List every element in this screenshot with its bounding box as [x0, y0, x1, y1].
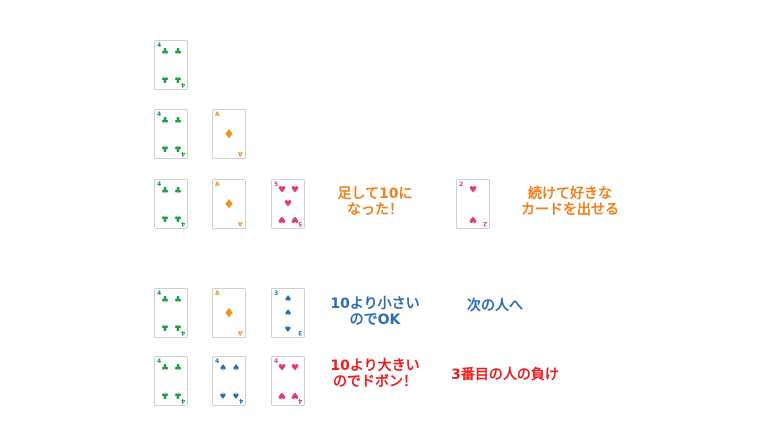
card-4-of-clubs: 4 ♣ ♣ ♣ ♣ 4 — [154, 40, 188, 90]
spade-icon: ♠ — [283, 308, 293, 319]
play-any-card-label-line2: カードを出せる — [521, 202, 619, 218]
over-ten-label-line2: のでドボン！ — [333, 374, 417, 390]
under-ten-label-line1: 10より小さい — [330, 296, 420, 312]
spade-icon: ♠ — [283, 294, 293, 305]
heart-icon: ♥ — [283, 199, 293, 210]
club-icon: ♣ — [160, 321, 170, 332]
club-icon: ♣ — [160, 212, 170, 223]
card-index: 4 — [274, 358, 279, 365]
card-index: 4 — [215, 358, 220, 365]
play-any-card-label-line1: 続けて好きな — [528, 186, 612, 202]
card-index: 4 — [157, 111, 162, 118]
card-index: A — [215, 111, 220, 118]
card-4-of-clubs: 4 ♣ ♣ ♣ ♣ 4 — [154, 288, 188, 338]
heart-icon: ♥ — [277, 389, 287, 400]
card-index: 4 — [180, 150, 185, 157]
card-index: 4 — [157, 358, 162, 365]
card-ace-of-diamonds: A ♦ A — [212, 288, 246, 338]
under-ten-label: 10より小さい のでOK — [320, 296, 430, 328]
card-index: 3 — [297, 329, 302, 336]
spade-icon: ♠ — [218, 363, 228, 374]
club-icon: ♣ — [173, 295, 183, 306]
sum-ten-label: 足して10に なった！ — [320, 186, 430, 218]
club-icon: ♣ — [160, 295, 170, 306]
club-icon: ♣ — [160, 389, 170, 400]
diamond-icon: ♦ — [223, 306, 235, 322]
club-icon: ♣ — [160, 47, 170, 58]
card-index: 2 — [459, 181, 464, 188]
club-icon: ♣ — [160, 142, 170, 153]
card-3-of-spades: 3 ♠ ♠ ♠ 3 — [271, 288, 305, 338]
spade-icon: ♠ — [231, 363, 241, 374]
card-index: 4 — [157, 42, 162, 49]
diamond-icon: ♦ — [223, 127, 235, 143]
card-index: A — [238, 329, 243, 336]
card-4-of-clubs: 4 ♣ ♣ ♣ ♣ 4 — [154, 109, 188, 159]
diamond-icon: ♦ — [223, 197, 235, 213]
card-ace-of-diamonds: A ♦ A — [212, 109, 246, 159]
card-index: 4 — [238, 397, 243, 404]
club-icon: ♣ — [173, 363, 183, 374]
heart-icon: ♥ — [277, 213, 287, 224]
club-icon: ♣ — [173, 186, 183, 197]
card-4-of-hearts: 4 ♥ ♥ ♥ ♥ 4 — [271, 356, 305, 406]
card-index: A — [238, 150, 243, 157]
card-index: 4 — [157, 290, 162, 297]
sum-ten-label-line1: 足して10に — [337, 186, 413, 202]
card-index: 4 — [180, 397, 185, 404]
spade-icon: ♠ — [283, 322, 293, 333]
heart-icon: ♥ — [277, 363, 287, 374]
card-2-of-hearts: 2 ♥ ♥ 2 — [456, 179, 490, 229]
card-index: A — [215, 290, 220, 297]
card-4-of-clubs: 4 ♣ ♣ ♣ ♣ 4 — [154, 356, 188, 406]
card-4-of-clubs: 4 ♣ ♣ ♣ ♣ 4 — [154, 179, 188, 229]
club-icon: ♣ — [160, 363, 170, 374]
card-index: 4 — [180, 220, 185, 227]
card-index: A — [215, 181, 220, 188]
play-any-card-label: 続けて好きな カードを出せる — [510, 186, 630, 218]
card-index: 5 — [274, 181, 279, 188]
over-ten-label-line1: 10より大きい — [330, 358, 420, 374]
over-ten-label: 10より大きい のでドボン！ — [320, 358, 430, 390]
card-5-of-hearts: 5 ♥ ♥ ♥ ♥ ♥ 5 — [271, 179, 305, 229]
heart-icon: ♥ — [468, 213, 478, 224]
card-index: 4 — [180, 329, 185, 336]
club-icon: ♣ — [160, 116, 170, 127]
club-icon: ♣ — [160, 73, 170, 84]
club-icon: ♣ — [173, 47, 183, 58]
next-player-label: 次の人へ — [467, 298, 523, 314]
heart-icon: ♥ — [290, 185, 300, 196]
card-index: 5 — [297, 220, 302, 227]
spade-icon: ♠ — [218, 389, 228, 400]
card-index: 2 — [482, 220, 487, 227]
heart-icon: ♥ — [468, 185, 478, 196]
card-index: 4 — [157, 181, 162, 188]
club-icon: ♣ — [173, 116, 183, 127]
card-index: 4 — [297, 397, 302, 404]
club-icon: ♣ — [160, 186, 170, 197]
card-ace-of-diamonds: A ♦ A — [212, 179, 246, 229]
under-ten-label-line2: のでOK — [349, 312, 401, 328]
heart-icon: ♥ — [277, 185, 287, 196]
card-index: 3 — [274, 290, 279, 297]
sum-ten-label-line2: なった！ — [347, 202, 403, 218]
card-index: A — [238, 220, 243, 227]
heart-icon: ♥ — [290, 363, 300, 374]
third-player-loses-label: 3番目の人の負け — [451, 367, 559, 383]
card-4-of-spades: 4 ♠ ♠ ♠ ♠ 4 — [212, 356, 246, 406]
card-index: 4 — [180, 81, 185, 88]
